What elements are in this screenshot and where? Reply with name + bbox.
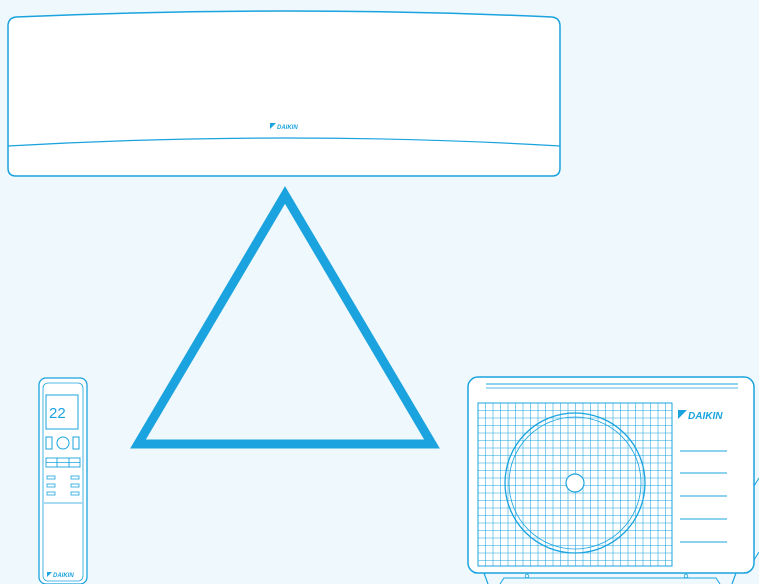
outdoor-logo-text: DAIKIN xyxy=(688,411,723,422)
daikin-logo-icon: DAIKIN xyxy=(270,123,298,131)
fan-icon xyxy=(504,412,646,554)
remote-button xyxy=(56,436,70,450)
remote-display-value: 22 xyxy=(49,405,66,422)
daikin-logo-icon: DAIKIN xyxy=(678,410,723,422)
daikin-logo-icon: DAIKIN xyxy=(47,572,74,579)
indoor-unit: DAIKIN xyxy=(7,10,561,177)
remote-logo-text: DAIKIN xyxy=(53,573,74,579)
outdoor-unit: DAIKIN xyxy=(467,376,759,584)
remote-button xyxy=(72,436,80,450)
remote-display xyxy=(45,394,79,430)
indoor-logo-text: DAIKIN xyxy=(277,125,298,131)
remote-button xyxy=(45,436,53,450)
triangle-icon xyxy=(130,186,440,449)
remote-control: 22 DAIKIN xyxy=(38,377,88,584)
